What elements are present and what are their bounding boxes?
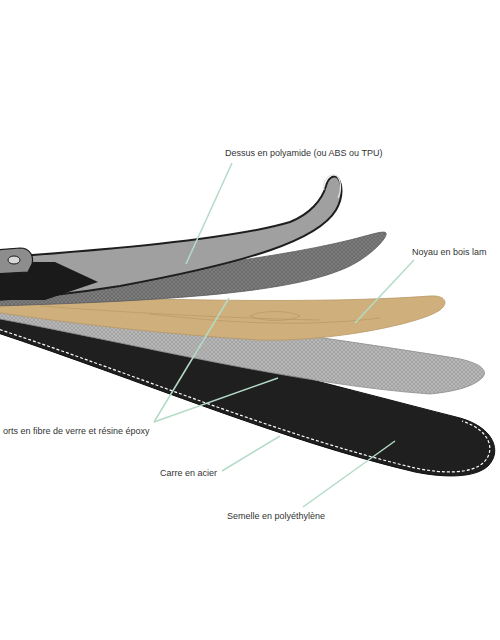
- part-label: Dessus en polyamide (ou ABS ou TPU): [225, 148, 382, 159]
- leader-line: [355, 260, 414, 323]
- binding-screw: [8, 256, 20, 264]
- part-label: Semelle en polyéthylène: [227, 511, 325, 522]
- top-sheet-layer: [0, 176, 342, 300]
- leader-line: [303, 441, 395, 507]
- leader-line: [222, 436, 280, 471]
- leader-line: [154, 378, 278, 422]
- part-label: Carre en acier: [160, 468, 217, 479]
- binding-mechanism: [0, 248, 33, 274]
- part-label: orts en fibre de verre et résine époxy: [3, 426, 150, 437]
- leader-line: [186, 163, 232, 264]
- wood-grain: [40, 306, 380, 323]
- tip-loop: [324, 175, 341, 198]
- part-label: Noyau en bois lam: [412, 247, 487, 258]
- leader-line: [154, 298, 229, 422]
